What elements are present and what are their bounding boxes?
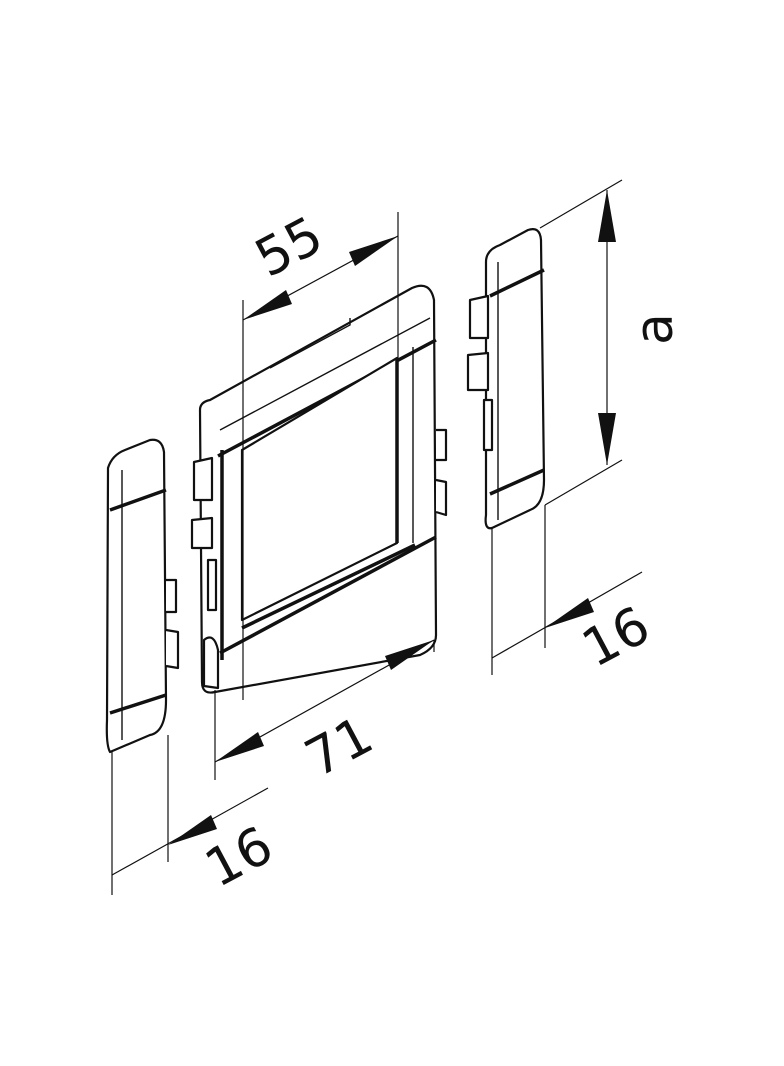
left-end-piece — [105, 438, 180, 754]
dimension-16-left: 16 — [111, 735, 283, 899]
dimension-label-71: 71 — [296, 705, 383, 789]
dimension-16-right: 16 — [491, 505, 660, 679]
frame-piece — [190, 284, 448, 694]
dimension-label-a: a — [625, 313, 685, 345]
dimension-label-55: 55 — [246, 205, 333, 289]
dimension-a: a — [539, 179, 685, 506]
right-end-piece — [466, 228, 546, 530]
